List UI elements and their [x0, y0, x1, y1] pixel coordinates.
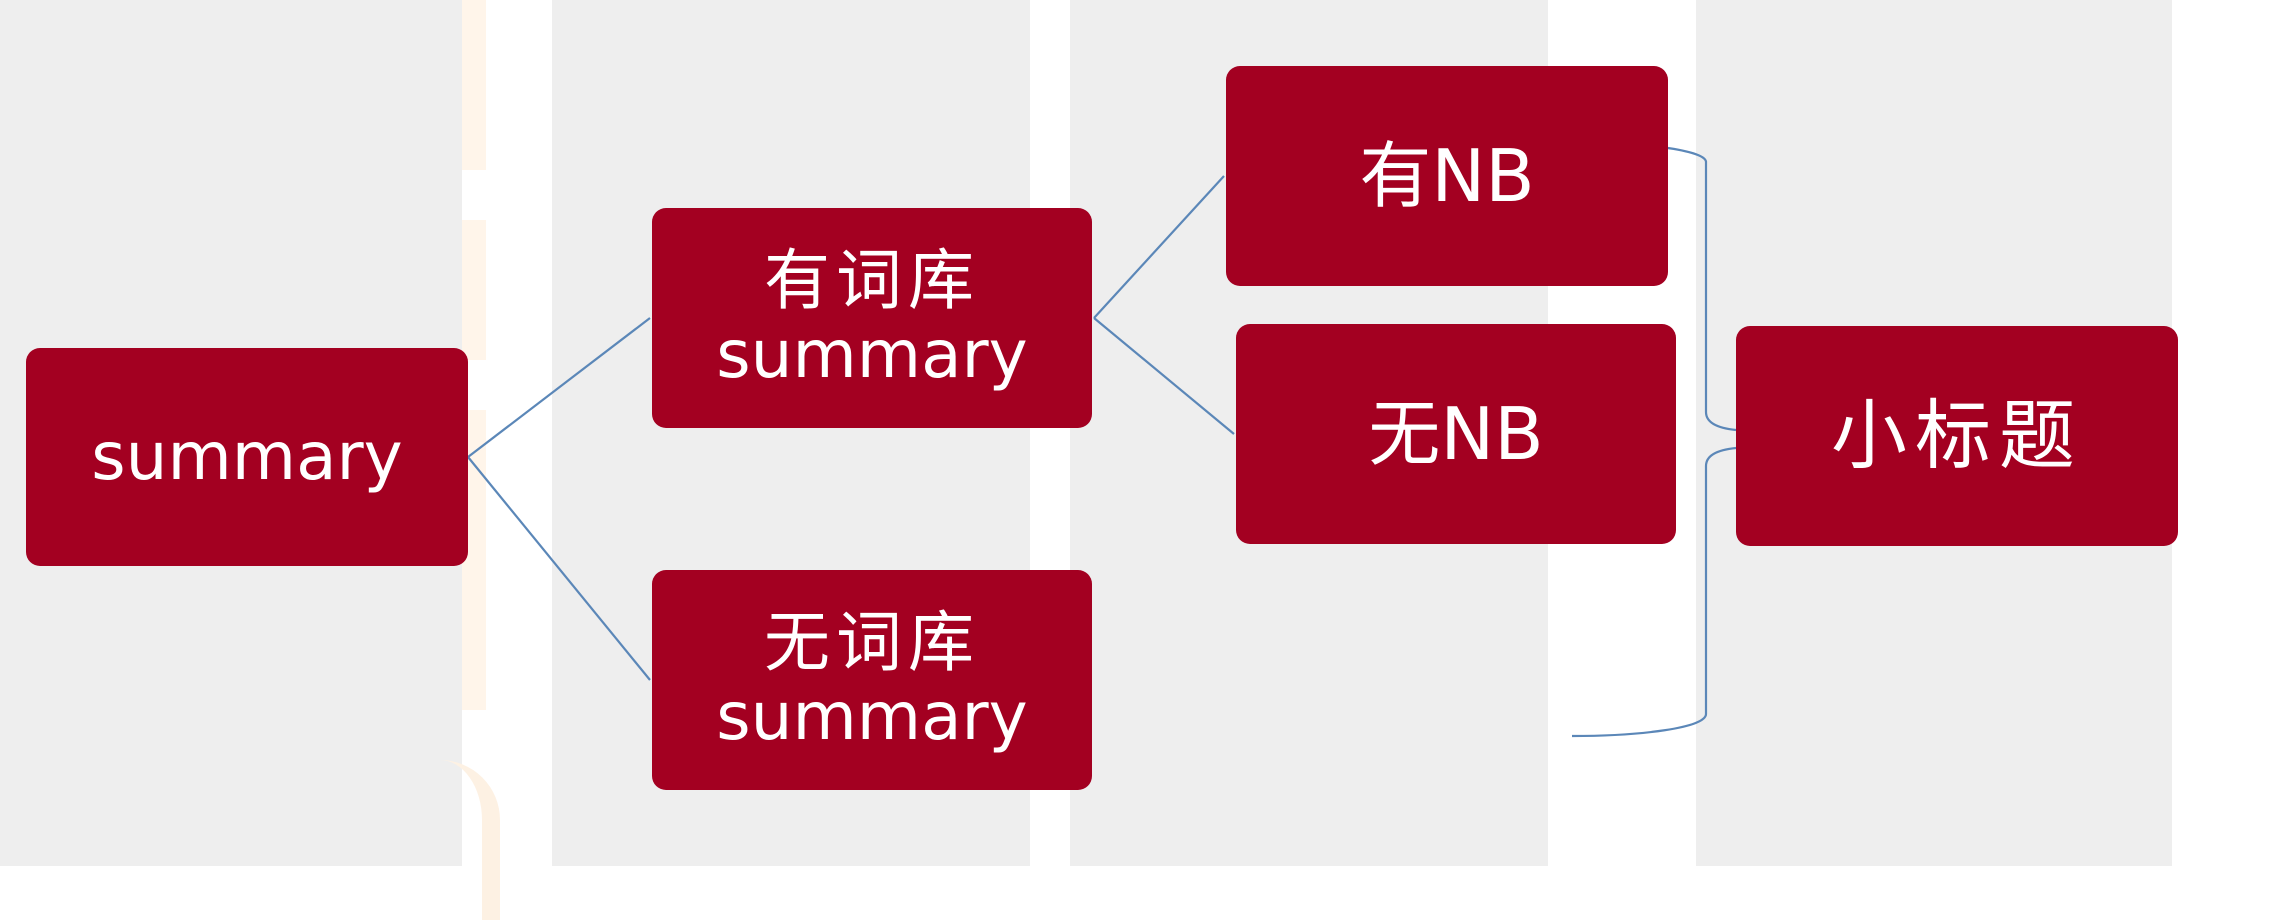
node-subtitle: 小标题	[1736, 326, 2178, 546]
node-label-line1: 无词库	[764, 604, 980, 682]
node-label: 无NB	[1368, 391, 1544, 476]
node-label: 有NB	[1359, 133, 1535, 218]
background-stripe	[462, 220, 486, 360]
node-with-lexicon-summary: 有词库 summary	[652, 208, 1092, 428]
node-without-nb: 无NB	[1236, 324, 1676, 544]
diagram-canvas: summary 有词库 summary 无词库 summary 有NB 无NB …	[0, 0, 2178, 920]
edge-root-to-with-lexicon	[467, 317, 651, 458]
node-label-line2: summary	[716, 316, 1028, 393]
node-without-lexicon-summary: 无词库 summary	[652, 570, 1092, 790]
node-label-line1: 有词库	[764, 242, 980, 320]
edge-with-lexicon-to-with-nb	[1093, 175, 1225, 319]
node-label: 小标题	[1831, 391, 2083, 481]
edge-root-to-without-lexicon	[467, 456, 651, 681]
background-stripe	[462, 0, 486, 170]
node-summary-root: summary	[26, 348, 468, 566]
node-with-nb: 有NB	[1226, 66, 1668, 286]
node-label-line2: summary	[716, 678, 1028, 755]
node-label: summary	[91, 418, 403, 496]
edge-with-lexicon-to-without-nb	[1093, 317, 1235, 435]
